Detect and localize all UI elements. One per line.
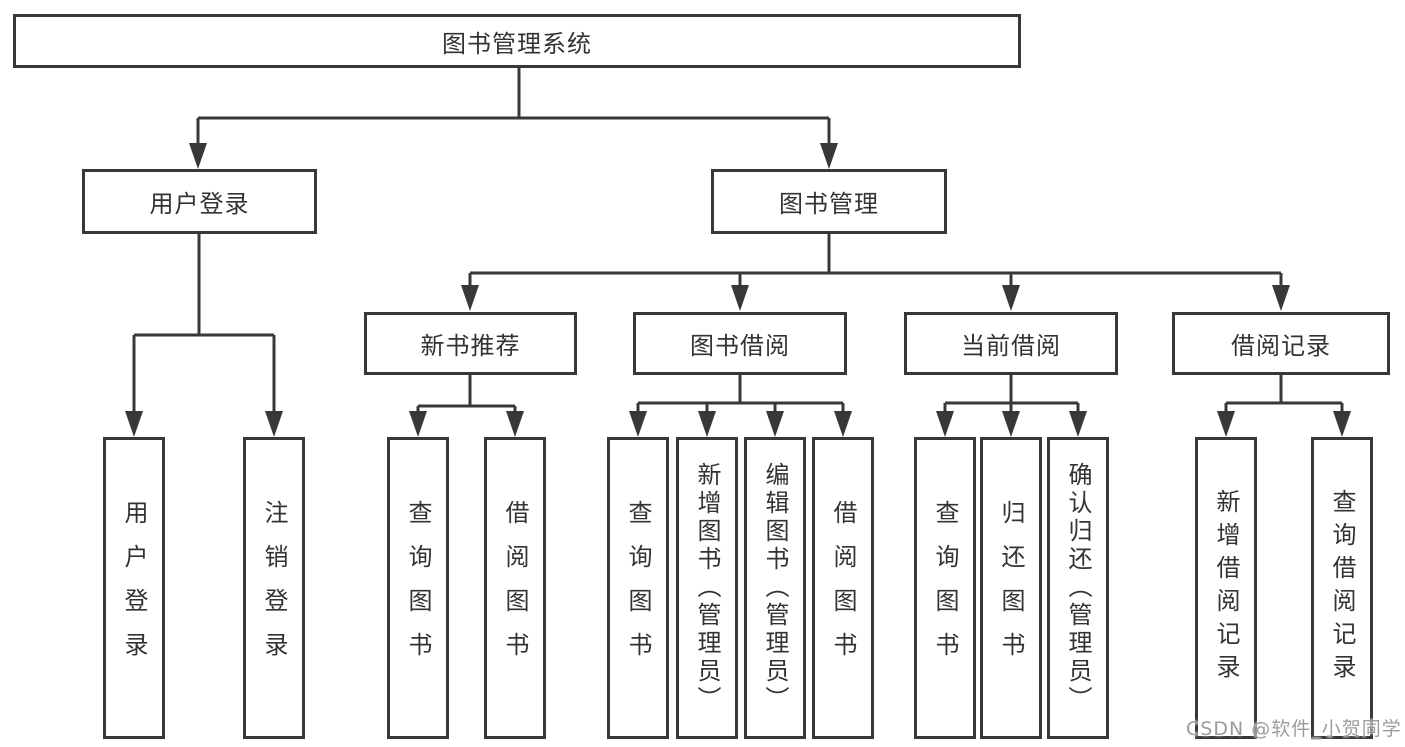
node-current-borrow: 当前借阅: [904, 312, 1118, 375]
node-book-borrow: 图书借阅: [633, 312, 847, 375]
node-new-book-recommend: 新书推荐: [364, 312, 577, 375]
node-book-management: 图书管理: [711, 169, 947, 234]
node-user-login: 用户登录: [82, 169, 317, 234]
leaf-query-books-1: 查询图书: [387, 437, 449, 739]
node-borrow-records: 借阅记录: [1172, 312, 1390, 375]
leaf-query-books-2: 查询图书: [607, 437, 669, 739]
leaf-add-borrow-record: 新增借阅记录: [1195, 437, 1257, 739]
leaf-edit-books-admin: 编辑图书（管理员）: [744, 437, 806, 739]
leaf-query-borrow-record: 查询借阅记录: [1311, 437, 1373, 739]
node-library-system: 图书管理系统: [13, 14, 1021, 68]
csdn-watermark: CSDN @软件_小贺同学: [1186, 718, 1402, 740]
leaf-borrow-books-2: 借阅图书: [812, 437, 874, 739]
leaf-logout: 注销登录: [243, 437, 305, 739]
leaf-query-books-3: 查询图书: [914, 437, 976, 739]
leaf-return-books: 归还图书: [980, 437, 1042, 739]
leaf-confirm-return-admin: 确认归还（管理员）: [1047, 437, 1109, 739]
leaf-user-login: 用户登录: [103, 437, 165, 739]
leaf-add-books-admin: 新增图书（管理员）: [676, 437, 738, 739]
leaf-borrow-books-1: 借阅图书: [484, 437, 546, 739]
